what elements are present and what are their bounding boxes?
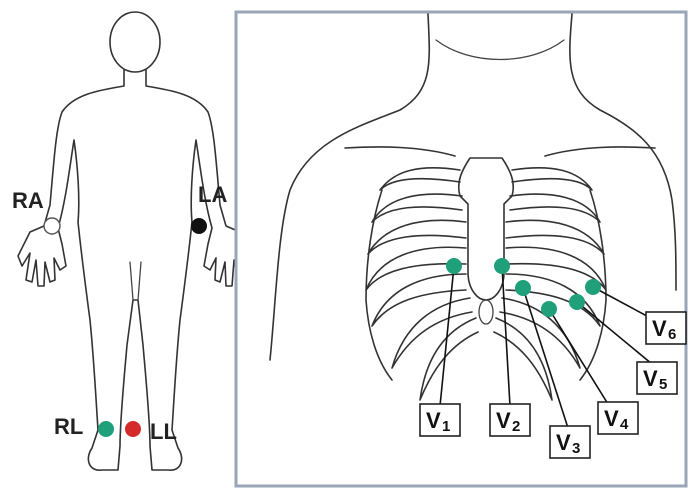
- label-box-v3: V 3: [550, 426, 590, 458]
- electrode-ra: [44, 218, 60, 234]
- label-v2-number: 2: [512, 418, 520, 435]
- body-head: [110, 12, 160, 72]
- label-box-v4: V 4: [598, 402, 638, 434]
- electrode-v3: [515, 280, 531, 296]
- label-v3-letter: V: [556, 430, 571, 455]
- label-ll: LL: [150, 419, 177, 444]
- label-v6-letter: V: [652, 316, 667, 341]
- label-v1-number: 1: [442, 418, 450, 435]
- label-ra: RA: [12, 188, 44, 213]
- label-box-v2: V 2: [490, 404, 530, 436]
- electrode-la: [191, 218, 207, 234]
- limb-electrodes: [44, 218, 207, 437]
- label-v6-number: 6: [668, 326, 676, 343]
- label-v4-number: 4: [620, 416, 629, 433]
- label-la: LA: [198, 182, 227, 207]
- electrode-v1: [446, 258, 462, 274]
- electrode-v6: [585, 279, 601, 295]
- body-figure: [18, 12, 252, 470]
- body-leg-divide: [130, 262, 141, 300]
- electrode-ll: [125, 421, 141, 437]
- electrode-v2: [494, 258, 510, 274]
- label-rl: RL: [54, 414, 83, 439]
- body-outline: [18, 70, 252, 470]
- label-box-v1: V 1: [420, 404, 460, 436]
- label-v2-letter: V: [496, 408, 511, 433]
- electrode-rl: [98, 421, 114, 437]
- electrode-v5: [569, 294, 585, 310]
- label-v4-letter: V: [604, 406, 619, 431]
- label-v1-letter: V: [426, 408, 441, 433]
- label-v3-number: 3: [572, 440, 580, 457]
- label-v5-letter: V: [643, 366, 658, 391]
- label-box-v6: V 6: [646, 312, 686, 344]
- label-v5-number: 5: [659, 376, 667, 393]
- label-box-v5: V 5: [637, 362, 677, 394]
- electrode-v4: [541, 301, 557, 317]
